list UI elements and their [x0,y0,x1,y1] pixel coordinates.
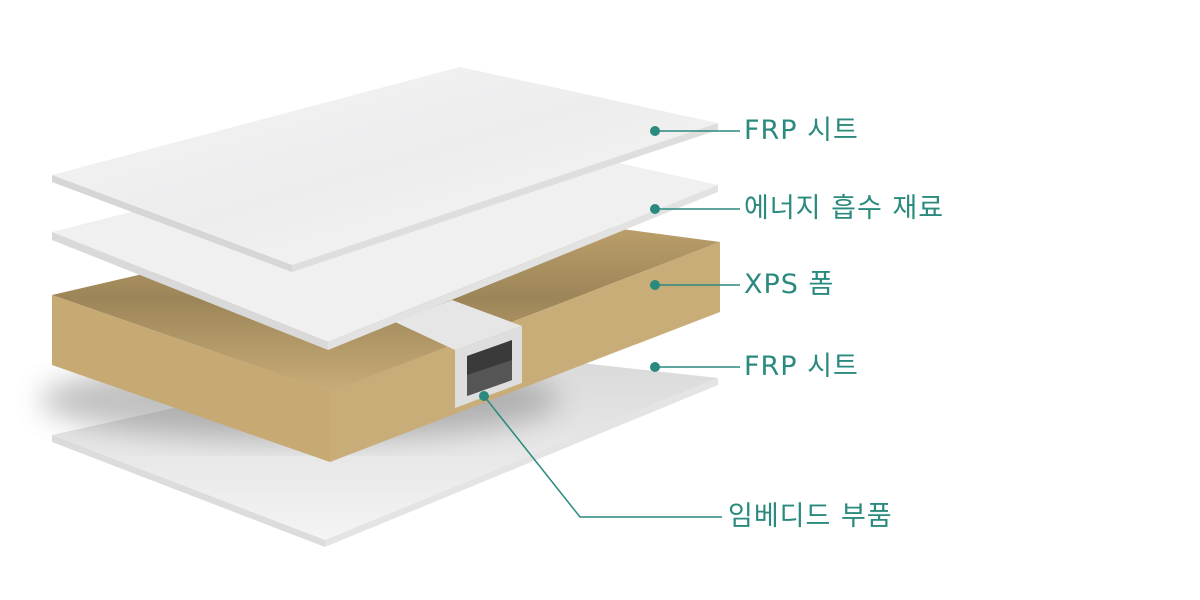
label-frp-bottom: FRP 시트 [744,351,859,382]
top-frp-sheet [52,67,718,272]
label-frp-top: FRP 시트 [744,115,859,146]
embedded-part [395,300,522,408]
leader-lines [483,130,740,518]
label-energy-absorbing: 에너지 흡수 재료 [744,193,945,224]
label-xps-foam: XPS 폼 [744,269,835,300]
leader-dots [479,126,660,401]
label-embedded-part: 임베디드 부품 [728,501,893,532]
